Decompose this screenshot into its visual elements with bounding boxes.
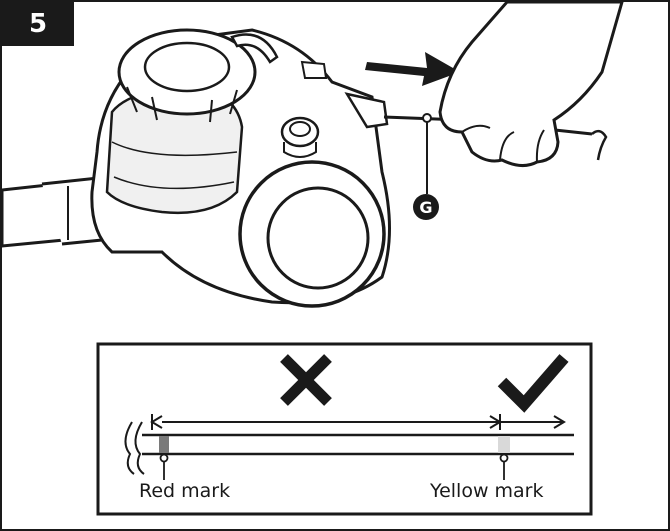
hand (438, 2, 624, 167)
red-mark (159, 436, 169, 453)
cross-icon (280, 354, 332, 406)
callout-g: G (413, 194, 439, 220)
vacuum-cleaner (90, 28, 391, 308)
pull-direction-arrow (365, 52, 460, 86)
yellow-mark-label: Yellow mark (430, 480, 544, 502)
checkmark-icon (497, 354, 569, 413)
range-arrows (150, 414, 566, 430)
hose (2, 176, 104, 248)
cord-strip (124, 421, 574, 475)
yellow-mark (498, 436, 510, 453)
red-mark-label: Red mark (139, 480, 231, 502)
cord-marks-inset (96, 342, 593, 516)
step-number-badge: 5 (2, 2, 74, 46)
mark-pointers (159, 453, 509, 480)
